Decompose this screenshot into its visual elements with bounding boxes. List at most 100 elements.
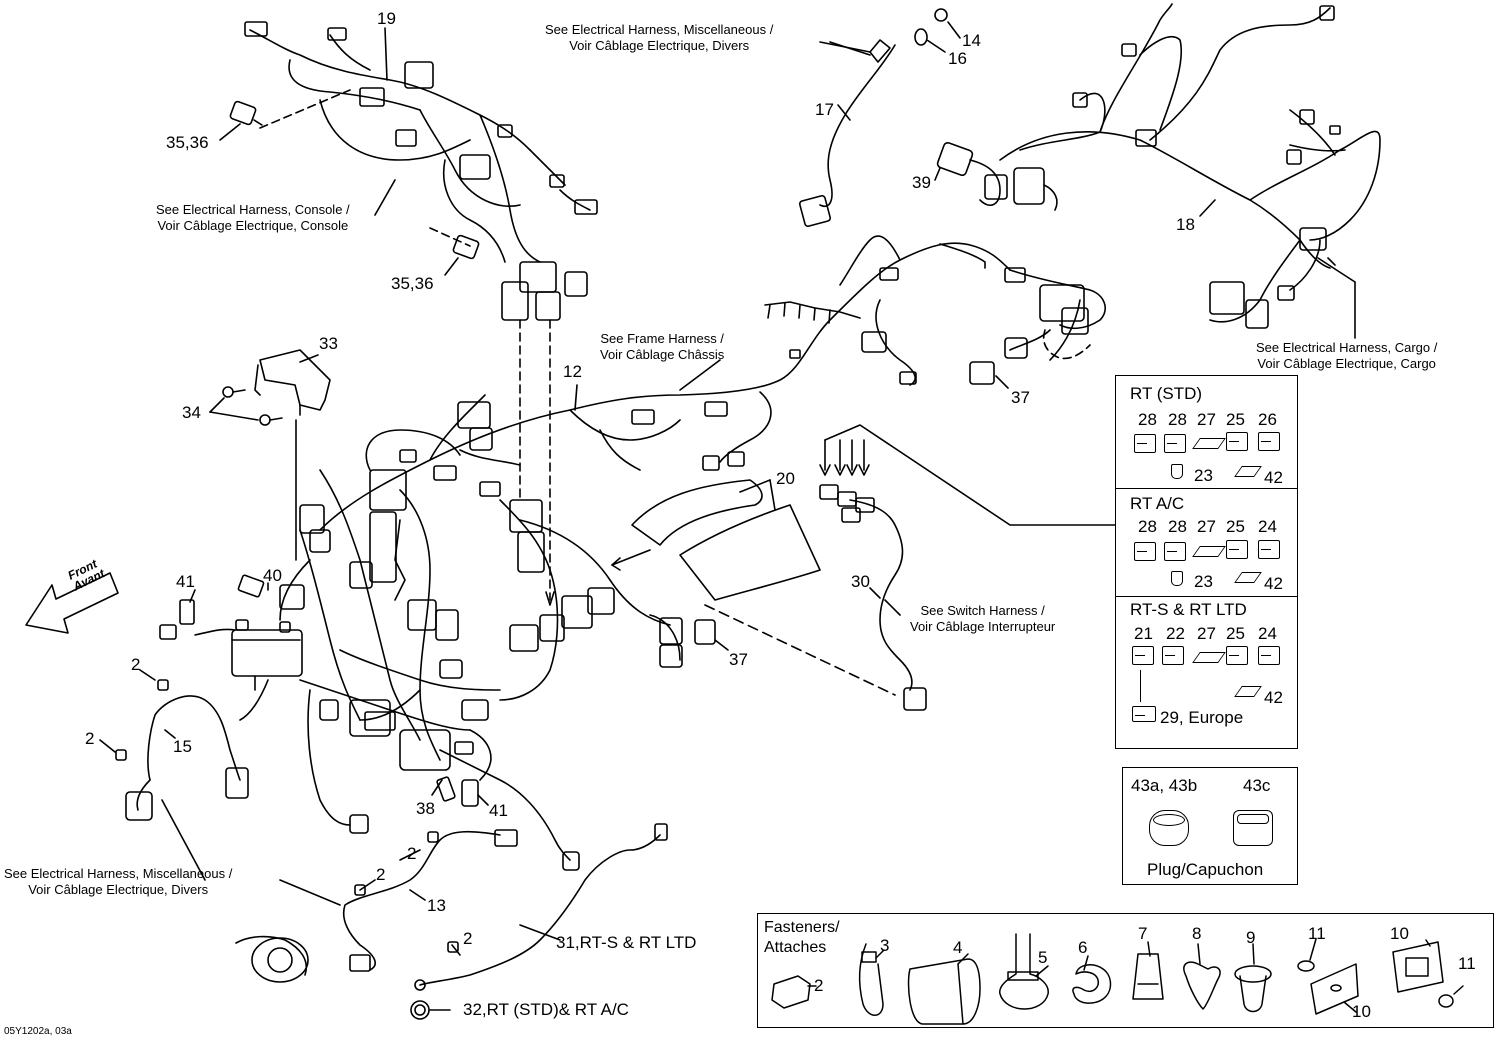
rt-s-switch-1 — [1132, 646, 1154, 665]
part-label-2-d: 2 — [376, 865, 386, 884]
fasteners-box: Fasteners/ Attaches — [757, 913, 1494, 1028]
rt-std-switch-4 — [1226, 432, 1248, 451]
part-label-34: 34 — [182, 403, 201, 422]
rt-std-part-23 — [1171, 464, 1183, 479]
rt-s-num-3: 27 — [1197, 624, 1216, 643]
rt-s-switch-2 — [1162, 646, 1184, 665]
part-label-16: 16 — [948, 49, 967, 68]
fastener-num-2: 2 — [814, 976, 824, 995]
plug-caption: Plug/Capuchon — [1147, 860, 1264, 879]
fastener-num-9: 9 — [1246, 928, 1256, 947]
note-cargo-line2: Voir Câblage Electrique, Cargo — [1257, 356, 1436, 371]
rt-std-switch-5 — [1258, 432, 1280, 451]
part-label-35-36-top: 35,36 — [166, 133, 209, 152]
rt-s-part-29 — [1132, 706, 1156, 722]
part-label-12: 12 — [563, 362, 582, 381]
part-label-19: 19 — [377, 9, 396, 28]
front-arrow: Front Avant — [22, 557, 122, 634]
drawing-code: 05Y1202a, 03a — [4, 1026, 72, 1037]
rt-std-divider — [1116, 488, 1297, 489]
front-arrow-icon — [25, 572, 119, 634]
note-cargo-line1: See Electrical Harness, Cargo / — [1256, 340, 1438, 355]
rt-ac-title: RT A/C — [1130, 494, 1185, 513]
module-box — [194, 619, 303, 691]
note-misc-top: See Electrical Harness, Miscellaneous / … — [545, 22, 773, 54]
part-label-14: 14 — [962, 31, 981, 50]
fastener-plate-10b-icon — [1392, 941, 1444, 993]
rt-s-switch-4 — [1226, 646, 1248, 665]
fastener-clamp-5-icon — [999, 933, 1049, 1010]
bracket-33 — [209, 349, 331, 561]
fastener-clip-8-icon — [1183, 961, 1221, 1010]
part-label-15: 15 — [173, 737, 192, 756]
rt-s-num-4: 25 — [1226, 624, 1245, 643]
part-label-37-bottom: 37 — [729, 650, 748, 669]
part-label-20: 20 — [776, 469, 795, 488]
rt-ac-num-4: 25 — [1226, 517, 1245, 536]
fastener-num-10-a: 10 — [1390, 924, 1409, 943]
note-frame: See Frame Harness / Voir Câblage Châssis — [600, 331, 724, 363]
fastener-rivet-9-icon — [1234, 965, 1272, 983]
part-label-2-b: 2 — [85, 729, 95, 748]
fastener-grommet-6-icon — [1072, 964, 1112, 1004]
fasteners-title-line2: Attaches — [764, 939, 827, 956]
rt-std-plate — [1192, 438, 1226, 449]
part-label-2-a: 2 — [131, 655, 141, 674]
console-harness-19 — [244, 21, 598, 321]
rt-std-title: RT (STD) — [1130, 384, 1203, 403]
cargo-harness-18 — [999, 3, 1381, 339]
fastener-washer-11-icon — [1297, 960, 1315, 972]
rt-ac-sub-42: 42 — [1264, 574, 1283, 593]
rt-ac-divider — [1116, 596, 1297, 597]
fastener-plate-10-icon — [1310, 963, 1359, 1015]
part-label-17: 17 — [815, 100, 834, 119]
rt-s-part-42 — [1234, 686, 1262, 697]
rt-ac-num-1: 28 — [1138, 517, 1157, 536]
fastener-num-4: 4 — [953, 938, 963, 957]
fastener-num-5: 5 — [1038, 948, 1048, 967]
switch-variants-box: RT (STD) 28 28 27 25 26 23 42 RT A/C 28 … — [1115, 375, 1298, 749]
rt-ac-num-5: 24 — [1258, 517, 1277, 536]
part-label-40: 40 — [263, 566, 282, 585]
note-switch-line1: See Switch Harness / — [920, 603, 1045, 618]
plug-label-43c: 43c — [1243, 776, 1271, 795]
part-label-41-right: 41 — [489, 801, 508, 820]
harness-13 — [235, 829, 518, 983]
rt-std-num-1: 28 — [1138, 410, 1157, 429]
fastener-num-11-b: 11 — [1458, 954, 1476, 973]
plug-square-icon — [1233, 810, 1273, 846]
note-misc-bottom: See Electrical Harness, Miscellaneous / … — [4, 866, 232, 898]
rt-s-plate — [1192, 652, 1226, 663]
harness-15 — [99, 669, 269, 881]
rt-s-sub-29: 29, Europe — [1160, 708, 1244, 727]
rt-s-title: RT-S & RT LTD — [1130, 600, 1247, 619]
fastener-num-11-a: 11 — [1308, 924, 1326, 943]
rt-std-sub-42: 42 — [1264, 468, 1283, 487]
note-console-line2: Voir Câblage Electrique, Console — [157, 218, 349, 233]
fasteners-title-line1: Fasteners/ — [764, 919, 840, 936]
note-misc-top-line1: See Electrical Harness, Miscellaneous / — [545, 22, 774, 37]
rt-ac-part-23 — [1171, 571, 1183, 586]
fastener-clip-2-icon — [771, 975, 811, 1009]
rt-s-num-1: 21 — [1134, 624, 1153, 643]
note-frame-line1: See Frame Harness / — [600, 331, 724, 346]
part-label-2-e: 2 — [463, 929, 473, 948]
rt-ac-num-2: 28 — [1168, 517, 1187, 536]
fastener-num-6: 6 — [1078, 938, 1088, 957]
note-switch: See Switch Harness / Voir Câblage Interr… — [910, 603, 1055, 635]
note-console: See Electrical Harness, Console / Voir C… — [156, 202, 350, 234]
fastener-nut-7-icon — [1132, 953, 1164, 1000]
harness-17 — [798, 8, 961, 228]
part-label-18: 18 — [1176, 215, 1195, 234]
rt-std-num-3: 27 — [1197, 410, 1216, 429]
part-label-39: 39 — [912, 173, 931, 192]
rt-std-switch-1 — [1134, 434, 1156, 453]
frame-harness-12 — [319, 235, 1106, 531]
rt-std-num-2: 28 — [1168, 410, 1187, 429]
pads-20 — [631, 479, 821, 601]
harness-31 — [410, 823, 668, 1020]
rt-std-part-42 — [1234, 466, 1262, 477]
part-label-13: 13 — [427, 896, 446, 915]
part-label-41-left: 41 — [176, 572, 195, 591]
plug-round-icon — [1149, 810, 1189, 846]
